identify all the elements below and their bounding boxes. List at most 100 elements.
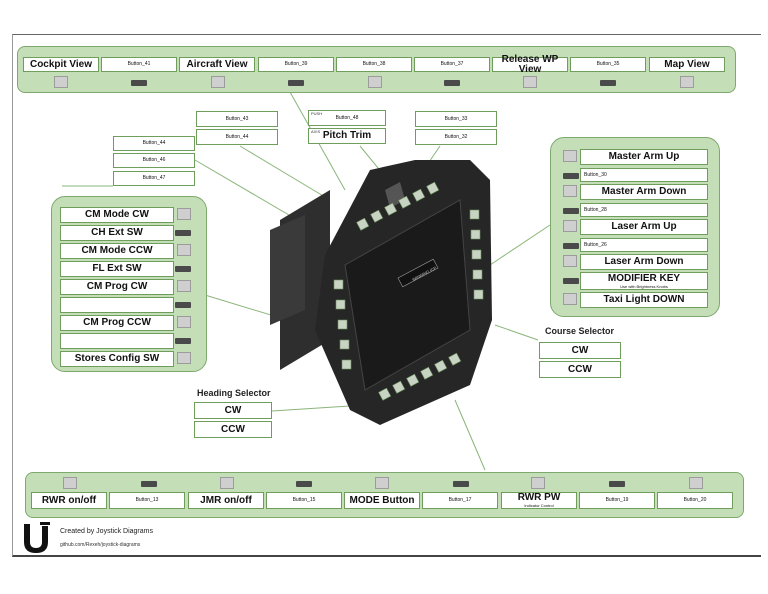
led-icon <box>175 338 191 344</box>
button-26[interactable]: Button_26 <box>580 238 708 252</box>
fl-ext-sw-button[interactable]: FL Ext SW <box>60 261 174 277</box>
button-44-upper[interactable]: Button_44 <box>196 129 278 145</box>
switch-icon <box>211 76 225 88</box>
button-41[interactable]: Button_41 <box>101 57 177 72</box>
button-33[interactable]: Button_33 <box>415 111 497 127</box>
rwr-pw-button[interactable]: RWR PW Indicator Control <box>501 492 577 509</box>
switch-icon <box>523 76 537 88</box>
button-43[interactable]: Button_43 <box>196 111 278 127</box>
led-icon <box>600 80 616 86</box>
switch-icon <box>177 208 191 220</box>
button-20[interactable]: Button_20 <box>657 492 733 509</box>
led-icon <box>563 208 579 214</box>
top-button-bar: Cockpit View Button_41 Aircraft View But… <box>17 46 736 93</box>
switch-icon <box>177 316 191 328</box>
master-arm-down-button[interactable]: Master Arm Down <box>580 184 708 200</box>
heading-cw-button[interactable]: CW <box>194 402 272 419</box>
course-selector-title: Course Selector <box>545 326 615 336</box>
jmr-on-off-button[interactable]: JMR on/off <box>188 492 264 509</box>
led-icon <box>563 173 579 179</box>
switch-icon <box>177 352 191 364</box>
button-32[interactable]: Button_32 <box>415 129 497 145</box>
cockpit-view-button[interactable]: Cockpit View <box>23 57 99 72</box>
led-icon <box>296 481 312 487</box>
rwr-on-off-button[interactable]: RWR on/off <box>31 492 107 509</box>
button-17[interactable]: Button_17 <box>422 492 498 509</box>
button-48-push[interactable]: Button_48 <box>308 110 386 126</box>
unassigned-button-1[interactable] <box>60 297 174 313</box>
rwr-pw-note: Indicator Control <box>524 503 554 508</box>
switch-icon <box>563 150 577 162</box>
led-icon <box>563 243 579 249</box>
laser-arm-up-button[interactable]: Laser Arm Up <box>580 219 708 235</box>
credit-line-2: github.com/Rexeh/joystick-diagrams <box>60 542 141 548</box>
cm-prog-ccw-button[interactable]: CM Prog CCW <box>60 315 174 331</box>
unassigned-button-2[interactable] <box>60 333 174 349</box>
axis-tag: AXIS <box>311 129 321 134</box>
aircraft-view-button[interactable]: Aircraft View <box>179 57 255 72</box>
release-wp-view-button[interactable]: Release WP View <box>492 54 568 74</box>
button-39[interactable]: Button_39 <box>258 57 334 72</box>
button-15[interactable]: Button_15 <box>266 492 342 509</box>
push-tag: PUSH <box>311 111 323 116</box>
led-icon <box>175 266 191 272</box>
switch-icon <box>177 244 191 256</box>
icp-device-illustration: WINWING ICP <box>270 160 492 425</box>
bottom-button-bar: RWR on/off Button_13 JMR on/off Button_1… <box>25 472 744 518</box>
left-button-group: CM Mode CW CH Ext SW CM Mode CCW FL Ext … <box>51 196 207 372</box>
cm-prog-cw-button[interactable]: CM Prog CW <box>60 279 174 295</box>
button-30[interactable]: Button_30 <box>580 168 708 182</box>
switch-icon <box>563 185 577 197</box>
switch-icon <box>563 220 577 232</box>
switch-icon <box>368 76 382 88</box>
switch-icon <box>680 76 694 88</box>
led-icon <box>141 481 157 487</box>
led-icon <box>175 302 191 308</box>
modifier-key-note: Use with Brightness Knobs <box>620 283 668 289</box>
button-13[interactable]: Button_13 <box>109 492 185 509</box>
modifier-key-button[interactable]: MODIFIER KEY Use with Brightness Knobs <box>580 272 708 290</box>
led-icon <box>444 80 460 86</box>
led-icon <box>288 80 304 86</box>
led-icon <box>563 278 579 284</box>
credit-line-1: Created by Joystick Diagrams <box>60 528 153 535</box>
button-37[interactable]: Button_37 <box>414 57 490 72</box>
led-icon <box>609 481 625 487</box>
map-view-button[interactable]: Map View <box>649 57 725 72</box>
course-cw-button[interactable]: CW <box>539 342 621 359</box>
button-38[interactable]: Button_38 <box>336 57 412 72</box>
button-35[interactable]: Button_35 <box>570 57 646 72</box>
button-44-left[interactable]: Button_44 <box>113 136 195 151</box>
led-icon <box>131 80 147 86</box>
modifier-key-label: MODIFIER KEY <box>607 272 681 284</box>
switch-icon <box>54 76 68 88</box>
heading-selector-title: Heading Selector <box>197 388 271 398</box>
laser-arm-down-button[interactable]: Laser Arm Down <box>580 254 708 270</box>
taxi-light-down-button[interactable]: Taxi Light DOWN <box>580 292 708 308</box>
pitch-trim-axis[interactable]: Pitch Trim <box>308 128 386 144</box>
ch-ext-sw-button[interactable]: CH Ext SW <box>60 225 174 241</box>
cm-mode-ccw-button[interactable]: CM Mode CCW <box>60 243 174 259</box>
cm-mode-cw-button[interactable]: CM Mode CW <box>60 207 174 223</box>
switch-icon <box>531 477 545 489</box>
switch-icon <box>563 293 577 305</box>
heading-ccw-button[interactable]: CCW <box>194 421 272 438</box>
led-icon <box>453 481 469 487</box>
rwr-pw-label: RWR PW <box>517 492 561 503</box>
switch-icon <box>563 255 577 267</box>
button-46[interactable]: Button_46 <box>113 153 195 168</box>
button-19[interactable]: Button_19 <box>579 492 655 509</box>
button-28[interactable]: Button_28 <box>580 203 708 217</box>
mode-button[interactable]: MODE Button <box>344 492 420 509</box>
switch-icon <box>220 477 234 489</box>
button-47[interactable]: Button_47 <box>113 171 195 186</box>
switch-icon <box>63 477 77 489</box>
master-arm-up-button[interactable]: Master Arm Up <box>580 149 708 165</box>
course-ccw-button[interactable]: CCW <box>539 361 621 378</box>
right-button-group: Master Arm Up Button_30 Master Arm Down … <box>550 137 720 317</box>
joystick-diagrams-logo-icon <box>24 522 50 553</box>
led-icon <box>175 230 191 236</box>
stores-config-sw-button[interactable]: Stores Config SW <box>60 351 174 367</box>
switch-icon <box>177 280 191 292</box>
switch-icon <box>375 477 389 489</box>
